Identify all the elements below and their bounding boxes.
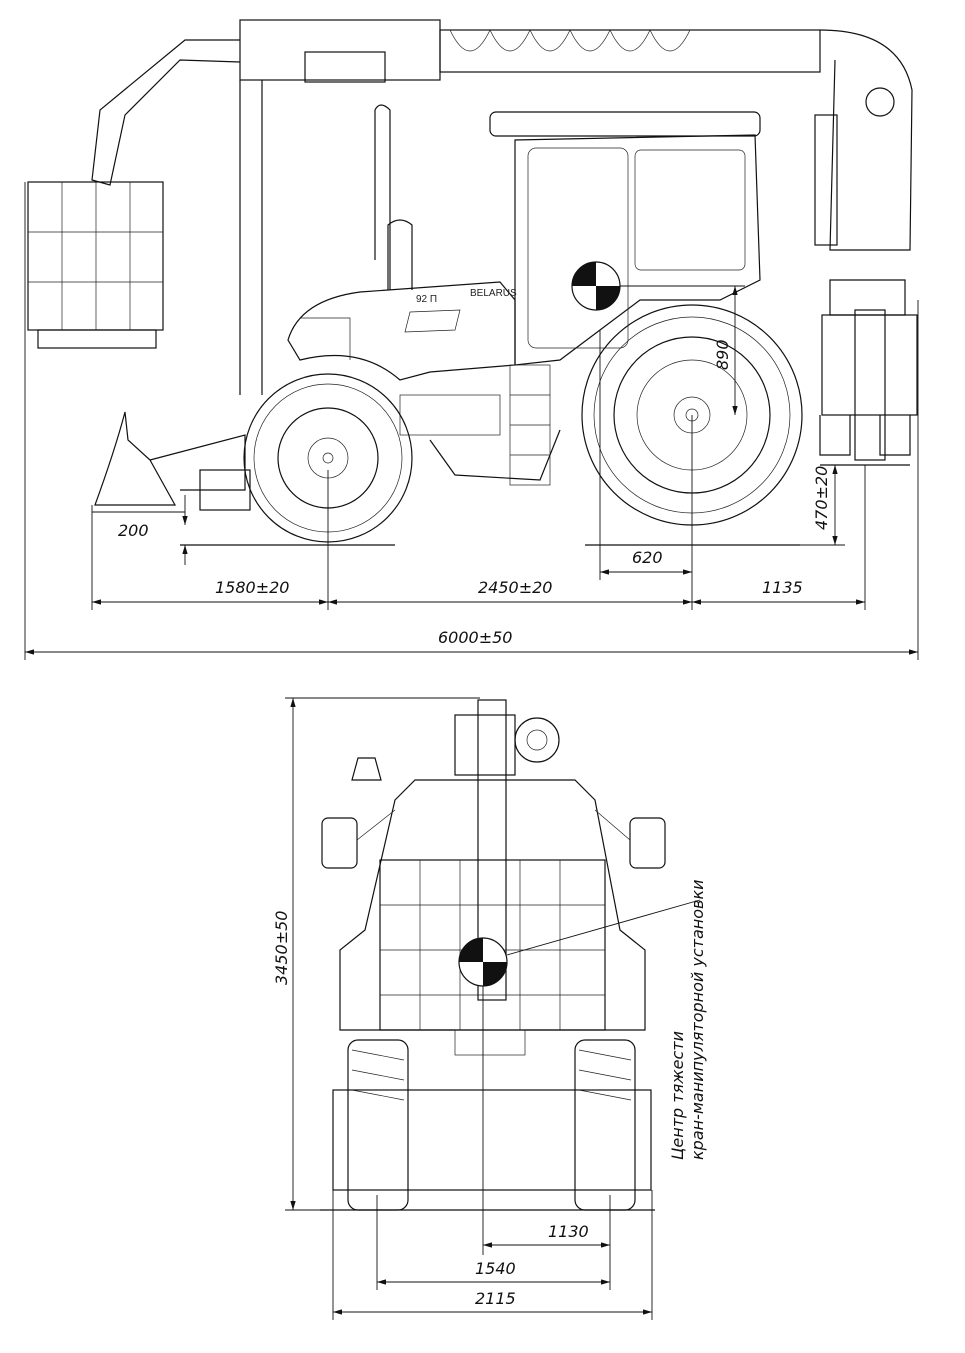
dim-cg-height: 890	[713, 339, 732, 370]
dim-front-overhang: 1580±20	[215, 578, 289, 597]
right-mirror	[629, 817, 666, 869]
dim-track-width: 1540	[475, 1259, 516, 1278]
dim-blade-clearance: 200	[118, 521, 149, 540]
right-wheel	[574, 1039, 636, 1211]
left-mirror	[321, 817, 358, 869]
dim-cg-lateral: 1130	[548, 1222, 589, 1241]
dim-overall-height: 3450±50	[272, 911, 291, 985]
front-view: Центр тяжести кран-манипуляторной устано…	[272, 697, 707, 1320]
left-wheel	[347, 1039, 409, 1211]
dim-overall-width: 2115	[475, 1289, 516, 1308]
tractor-body: BELARUS 92 П	[287, 104, 761, 486]
blade-front	[332, 1089, 652, 1191]
side-dimensions: 200 1580±20 2450±20 1135 620 470±20 890 …	[24, 182, 919, 660]
center-of-gravity-marker-side	[571, 261, 621, 311]
crane-boom	[239, 19, 918, 461]
basket	[27, 39, 241, 349]
dozer-blade	[94, 411, 251, 511]
front-dimensions: 3450±50 1130 1540 2115	[272, 697, 653, 1320]
center-of-gravity-marker-front	[458, 899, 701, 1255]
dim-cg-offset: 620	[632, 548, 663, 567]
beacon-light	[351, 757, 382, 781]
crane-mast	[477, 699, 507, 1001]
auger-spiral	[449, 29, 691, 52]
dim-rear-overhang: 1135	[762, 578, 803, 597]
dim-wheelbase: 2450±20	[478, 578, 552, 597]
cg-note-line1: Центр тяжести	[668, 1031, 687, 1160]
dim-outrigger-clearance: 470±20	[812, 466, 831, 530]
side-view: BELARUS 92 П	[24, 19, 919, 660]
badge-brand: BELARUS	[470, 288, 517, 299]
dim-overall-length: 6000±50	[438, 628, 512, 647]
badge-model: 92 П	[416, 294, 437, 305]
cg-note-line2: кран-манипуляторной установки	[688, 879, 707, 1160]
